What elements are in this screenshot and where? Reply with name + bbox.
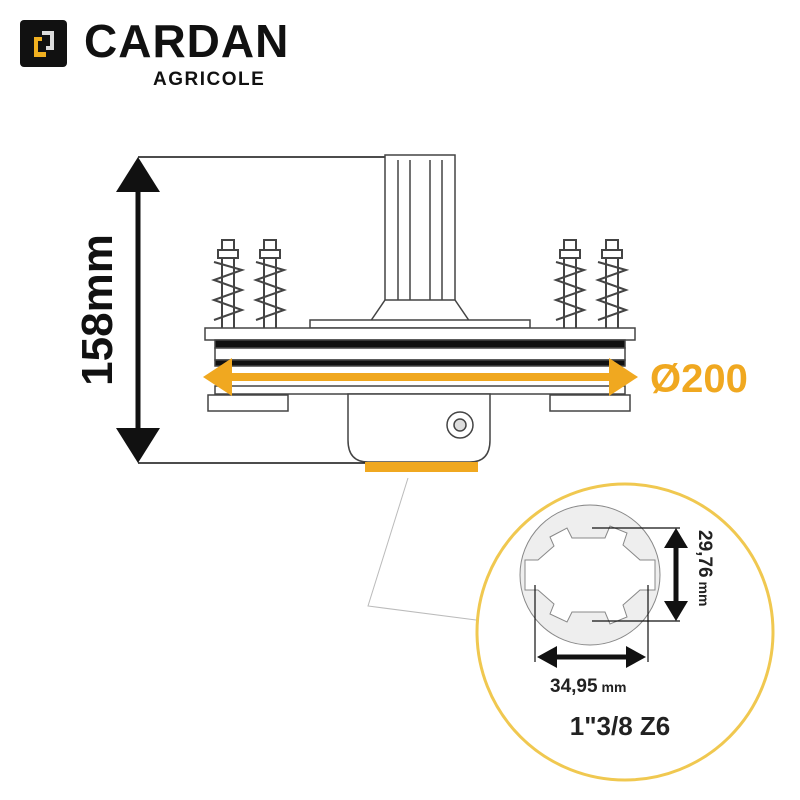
spline-shaft [309, 154, 531, 329]
diameter-label: Ø200 [650, 357, 748, 401]
brand-logo-icon [20, 20, 67, 67]
brand-subtitle: AGRICOLE [153, 69, 266, 90]
friction-plate [204, 327, 636, 412]
spline-width-value: 34,95 [550, 676, 598, 697]
springs [211, 239, 630, 331]
svg-text:29,76mm: 29,76 mm [694, 530, 715, 606]
height-label: 158mm [73, 234, 122, 386]
spline-width-unit: mm [602, 679, 627, 695]
diameter-dimension: Ø200 [203, 357, 748, 401]
brand-name: CARDAN [84, 15, 290, 67]
hub [347, 393, 491, 472]
height-dimension: 158mm [73, 156, 395, 464]
callout-leader [367, 477, 477, 621]
spline-type-label: 1"3/8 Z6 [570, 711, 671, 741]
spline-height-value: 29,76 [694, 530, 715, 578]
spline-height-unit: mm [696, 582, 712, 607]
